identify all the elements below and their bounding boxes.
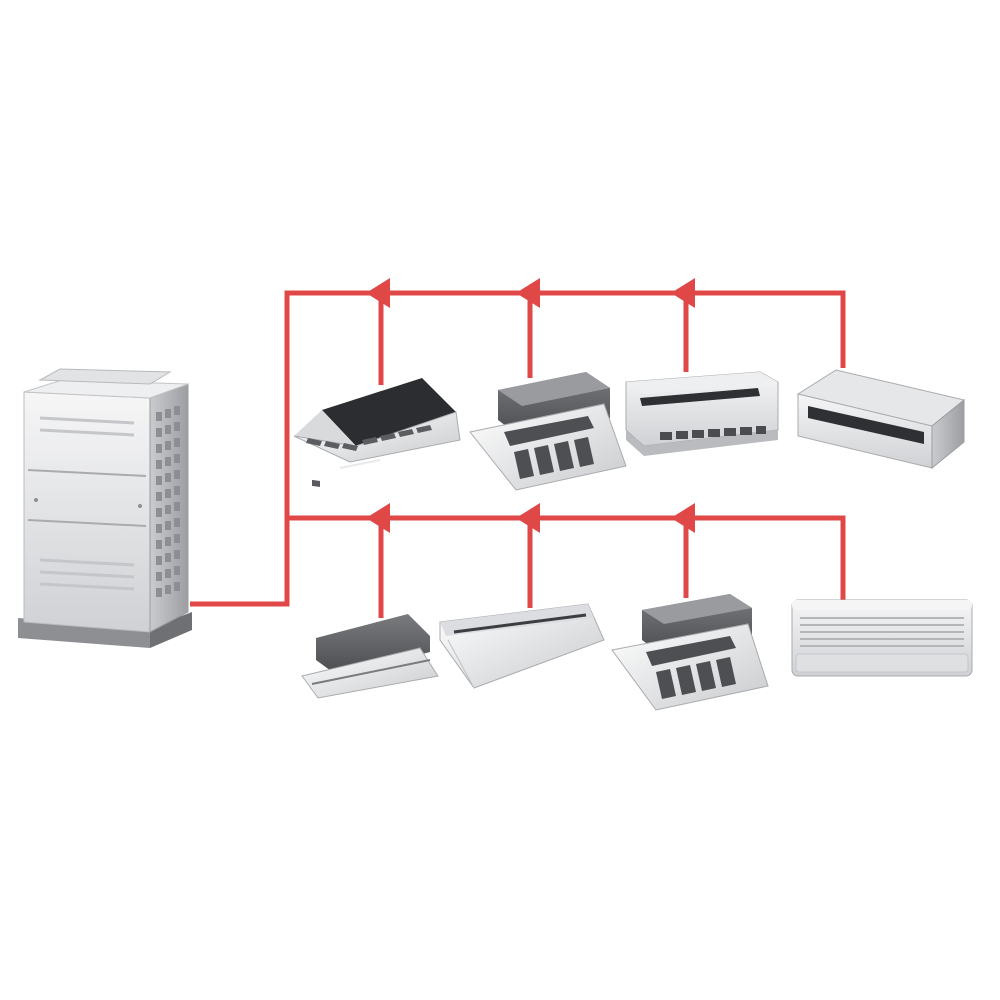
ceiling-suspended-unit-icon — [625, 371, 779, 456]
main-supply-line — [190, 290, 846, 607]
flow-arrow-icon — [671, 503, 695, 533]
flow-arrow-icon — [516, 503, 540, 533]
flow-arrow-icon — [366, 503, 390, 533]
ceiling-slim-unit-icon — [439, 603, 605, 689]
outdoor-condenser-unit-icon — [18, 368, 192, 648]
flow-arrow-icon — [516, 278, 540, 308]
four-way-cassette-icon — [469, 372, 627, 491]
flow-arrow-icon — [671, 278, 695, 308]
flow-arrow-icon — [366, 278, 390, 308]
two-way-cassette-icon — [293, 378, 461, 487]
four-way-cassette-icon — [611, 594, 769, 711]
refrigerant-piping — [190, 290, 846, 618]
lower-header-line — [287, 515, 846, 600]
ducted-unit-icon — [796, 369, 966, 470]
one-way-cassette-icon — [301, 614, 439, 699]
flow-arrows — [366, 278, 695, 533]
wall-mounted-split-icon — [791, 599, 973, 677]
